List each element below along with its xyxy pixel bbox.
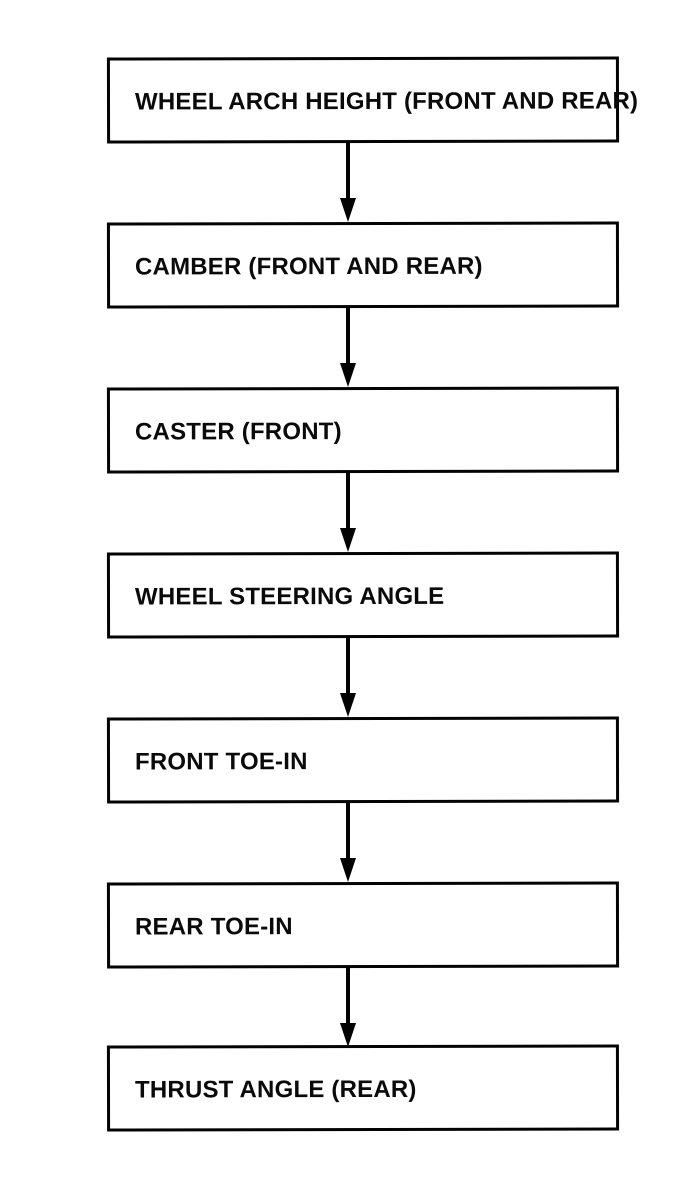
flow-node-camber: CAMBER (FRONT AND REAR) bbox=[106, 221, 620, 309]
down-arrow bbox=[339, 473, 357, 552]
down-arrow bbox=[339, 143, 357, 222]
arrow-line bbox=[346, 473, 350, 529]
flow-node-front-toe-in: FRONT TOE-IN bbox=[106, 716, 620, 804]
flow-node-label: REAR TOE-IN bbox=[134, 913, 293, 941]
arrow-head-icon bbox=[340, 858, 356, 882]
flow-node-label: WHEEL ARCH HEIGHT (FRONT AND REAR) bbox=[134, 87, 639, 116]
flow-node-thrust-angle: THRUST ANGLE (REAR) bbox=[106, 1044, 620, 1132]
flow-node-label: WHEEL STEERING ANGLE bbox=[134, 582, 445, 611]
flow-node-label: THRUST ANGLE (REAR) bbox=[134, 1075, 417, 1104]
down-arrow bbox=[339, 638, 357, 717]
flow-node-wheel-steering-angle: WHEEL STEERING ANGLE bbox=[106, 551, 620, 639]
arrow-head-icon bbox=[340, 528, 356, 552]
arrow-line bbox=[346, 308, 350, 364]
flow-node-label: CAMBER (FRONT AND REAR) bbox=[134, 252, 483, 281]
flow-node-rear-toe-in: REAR TOE-IN bbox=[106, 881, 620, 969]
flow-node-label: FRONT TOE-IN bbox=[134, 748, 308, 776]
flow-node-caster: CASTER (FRONT) bbox=[106, 386, 620, 474]
arrow-line bbox=[346, 968, 350, 1024]
arrow-head-icon bbox=[340, 1023, 356, 1047]
down-arrow bbox=[339, 968, 357, 1047]
arrow-line bbox=[346, 803, 350, 859]
flow-node-wheel-arch-height: WHEEL ARCH HEIGHT (FRONT AND REAR) bbox=[106, 56, 638, 144]
down-arrow bbox=[339, 308, 357, 387]
arrow-line bbox=[346, 143, 350, 199]
arrow-line bbox=[346, 638, 350, 694]
arrow-head-icon bbox=[340, 363, 356, 387]
arrow-head-icon bbox=[340, 693, 356, 717]
flow-node-label: CASTER (FRONT) bbox=[134, 418, 342, 446]
down-arrow bbox=[339, 803, 357, 882]
arrow-head-icon bbox=[340, 198, 356, 222]
